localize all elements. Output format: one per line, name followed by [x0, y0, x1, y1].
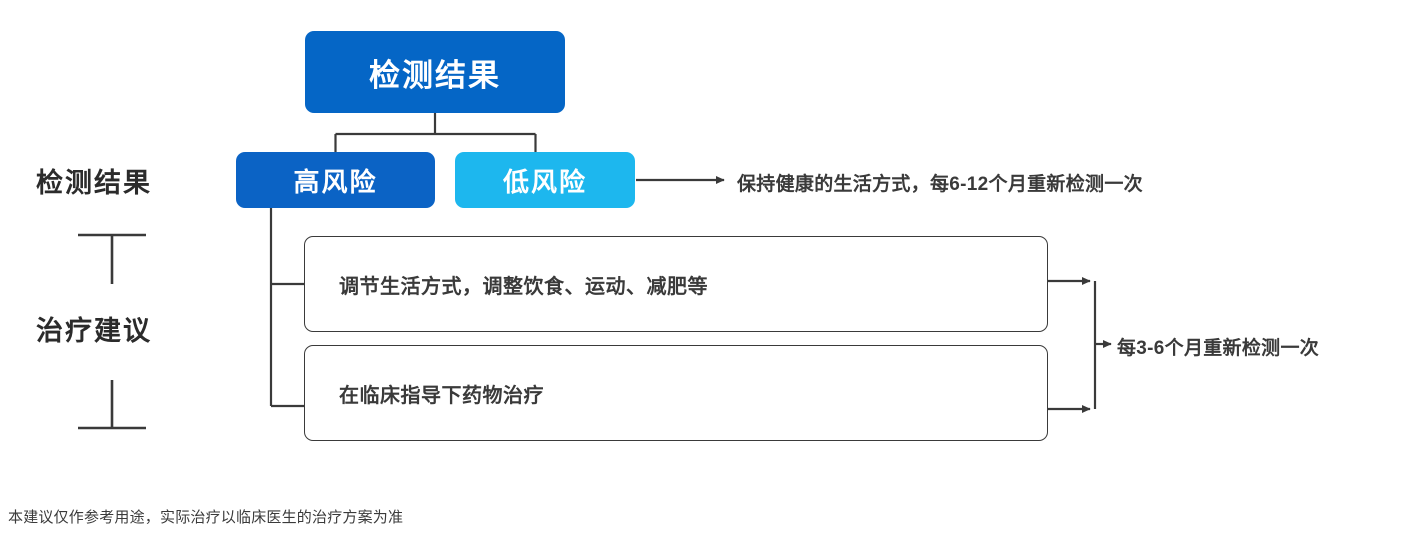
node-high-risk[interactable]: 高风险: [236, 152, 435, 208]
node-low-risk-label: 低风险: [502, 166, 587, 197]
node-high-risk-label: 高风险: [293, 166, 378, 197]
stage-label-test-result: 检测结果: [36, 168, 152, 198]
node-advice-medication-label: 在临床指导下药物治疗: [339, 384, 544, 407]
annotation-low-risk-followup: 保持健康的生活方式，每6-12个月重新检测一次: [737, 174, 1143, 195]
footer-disclaimer: 本建议仅作参考用途，实际治疗以临床医生的治疗方案为准: [8, 509, 404, 526]
node-low-risk[interactable]: 低风险: [455, 152, 635, 208]
node-advice-lifestyle-label: 调节生活方式，调整饮食、运动、减肥等: [339, 275, 708, 298]
node-test-result-title-label: 检测结果: [369, 57, 501, 93]
node-advice-lifestyle[interactable]: 调节生活方式，调整饮食、运动、减肥等: [304, 236, 1048, 332]
annotation-high-risk-followup: 每3-6个月重新检测一次: [1117, 338, 1320, 359]
node-advice-medication[interactable]: 在临床指导下药物治疗: [304, 345, 1048, 441]
stage-label-treatment-advice: 治疗建议: [36, 316, 152, 346]
node-test-result-title[interactable]: 检测结果: [305, 31, 565, 113]
